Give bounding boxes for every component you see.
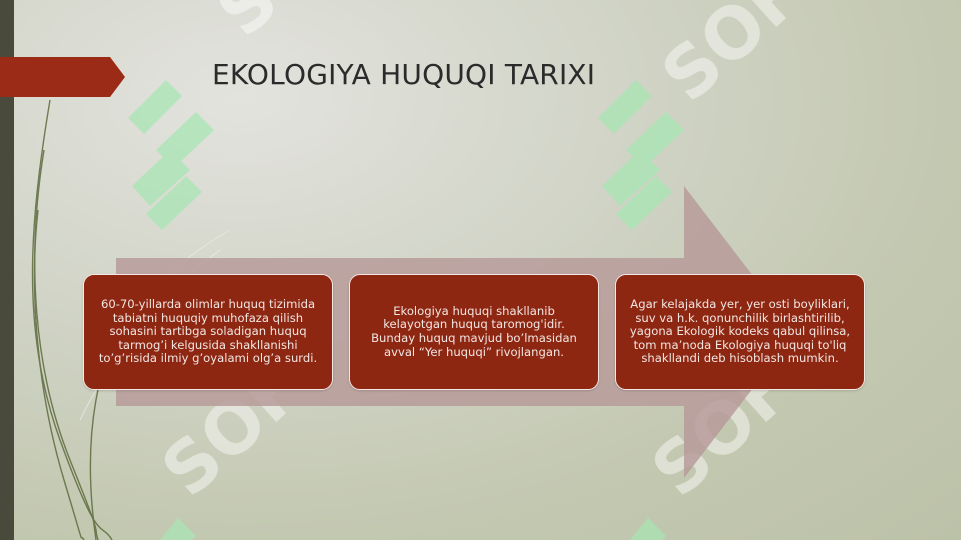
timeline-card-3: Agar kelajakda yer, yer osti boyliklari,…	[615, 274, 865, 390]
watermark-logo-right	[598, 80, 684, 230]
card-text: Agar kelajakda yer, yer osti boyliklari,…	[629, 297, 851, 366]
left-strip	[0, 0, 14, 540]
timeline-card-2: Ekologiya huquqi shakllanib kelayotgan h…	[349, 274, 599, 390]
card-text: 60-70-yillarda olimlar huquq tizimida ta…	[98, 297, 318, 366]
accent-tab	[0, 57, 125, 97]
watermark-text: SOFF	[202, 0, 410, 53]
watermark-text: SOFF	[647, 0, 855, 118]
watermark-logo-left	[128, 80, 214, 230]
timeline-card-1: 60-70-yillarda olimlar huquq tizimida ta…	[83, 274, 333, 390]
slide-title: EKOLOGIYA HUQUQI TARIXI	[212, 58, 596, 91]
card-text: Ekologiya huquqi shakllanib kelayotgan h…	[371, 303, 577, 359]
